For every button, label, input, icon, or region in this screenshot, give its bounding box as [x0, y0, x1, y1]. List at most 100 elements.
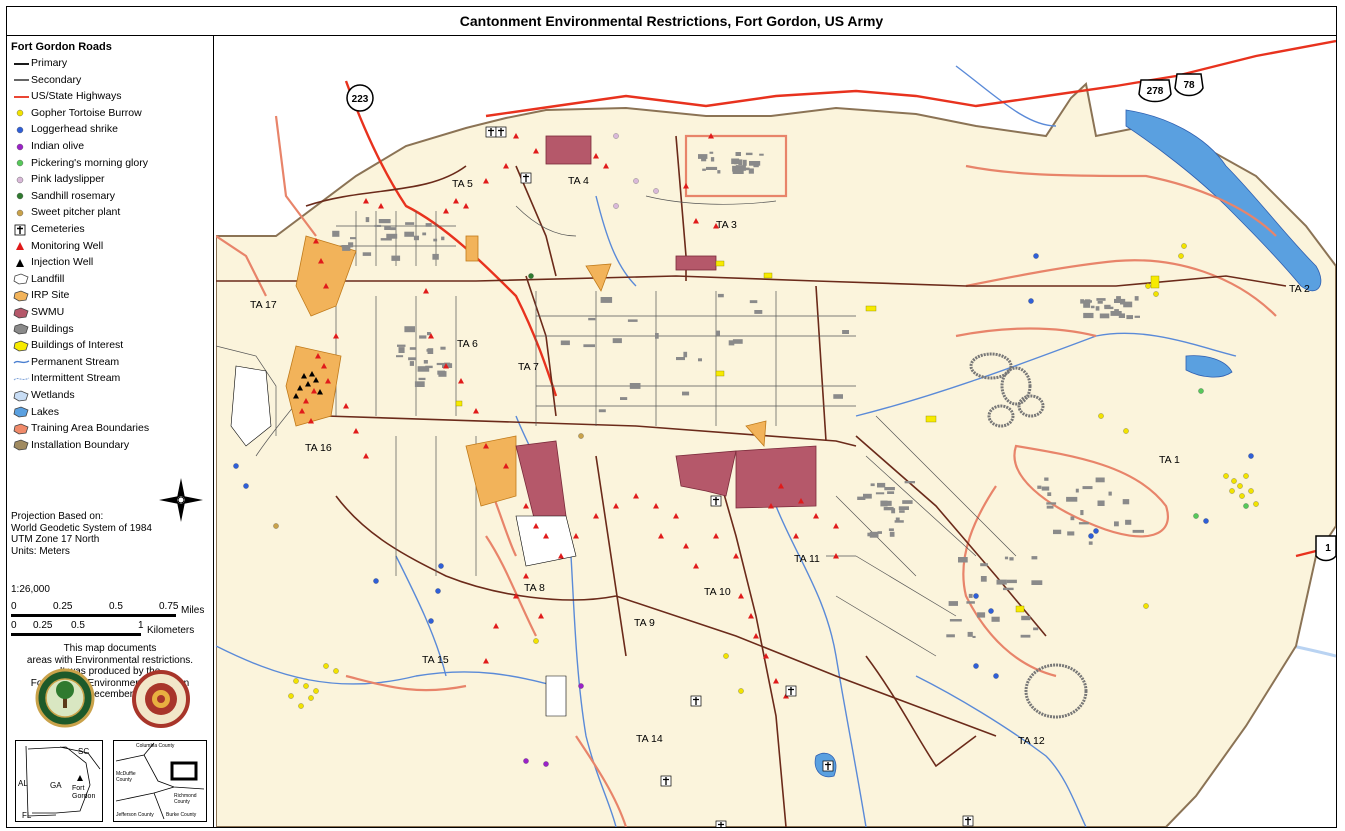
housing-loop	[969, 352, 1013, 380]
building	[698, 358, 702, 362]
inset-county-label: Jefferson County	[116, 812, 154, 818]
species-dot	[1231, 478, 1237, 484]
monitoring-well	[653, 503, 659, 509]
training-area-label: TA 11	[794, 553, 820, 565]
legend-item-label: Primary	[31, 57, 68, 69]
monitoring-well	[513, 133, 519, 139]
legend-item: Gopher Tortoise Burrow	[13, 106, 142, 121]
legend-item-label: Buildings	[31, 322, 74, 335]
building	[384, 226, 391, 230]
primary-roads	[216, 135, 1287, 827]
highway-shield-78: 78	[1174, 73, 1204, 97]
building	[427, 348, 434, 354]
scale-ratio: 1:26,000	[11, 584, 50, 595]
monitoring-well	[483, 658, 489, 664]
building	[732, 339, 743, 344]
building	[1099, 313, 1110, 319]
training-area-label: TA 16	[305, 442, 332, 454]
building	[857, 496, 866, 500]
building	[1041, 486, 1050, 491]
building	[404, 326, 415, 333]
legend-item-label: Permanent Stream	[31, 355, 120, 368]
building	[949, 619, 962, 622]
species-dot	[438, 563, 444, 569]
monitoring-well	[303, 398, 309, 404]
building	[1104, 304, 1111, 308]
building	[977, 612, 986, 618]
svg-text:223: 223	[352, 94, 369, 105]
building	[427, 332, 431, 336]
monitoring-well	[593, 513, 599, 519]
building	[1126, 315, 1133, 320]
monitoring-well	[748, 613, 754, 619]
dot-symbol-icon	[16, 126, 24, 134]
species-dot	[613, 133, 619, 139]
monitoring-well	[673, 513, 679, 519]
species-dot	[533, 638, 539, 644]
monitoring-well	[523, 503, 529, 509]
map-frame: Cantonment Environmental Restrictions, F…	[6, 6, 1337, 828]
monitoring-well	[493, 623, 499, 629]
building	[1009, 557, 1014, 561]
species-dot	[233, 463, 239, 469]
building	[715, 330, 720, 336]
cemetery-cross	[713, 497, 719, 505]
monitoring-well	[683, 543, 689, 549]
building	[1070, 516, 1075, 521]
monitoring-well	[658, 533, 664, 539]
monitoring-well	[713, 533, 719, 539]
legend-item-label: SWMU	[31, 306, 65, 318]
building	[869, 531, 879, 538]
building	[655, 333, 659, 339]
fort-gordon-seal-icon	[35, 668, 95, 728]
legend-item-label: Cemeteries	[31, 223, 85, 235]
legend-item-label: Buildings of Interest	[31, 339, 124, 352]
monitoring-well	[833, 553, 839, 559]
species-dot	[333, 668, 339, 674]
monitoring-well	[513, 593, 519, 599]
monitoring-well	[708, 133, 714, 139]
building	[1090, 305, 1095, 309]
species-dot	[1028, 298, 1034, 304]
stream-symbol-icon	[13, 360, 30, 364]
training-area-label: TA 10	[704, 586, 731, 598]
species-dot	[1153, 291, 1159, 297]
building	[560, 340, 570, 346]
monitoring-well	[483, 178, 489, 184]
building	[423, 360, 428, 364]
building	[1122, 499, 1130, 505]
legend-item-label: Gopher Tortoise Burrow	[31, 106, 142, 119]
building	[1097, 301, 1103, 304]
legend-item: Pickering's morning glory	[13, 156, 148, 171]
species-dot	[1248, 488, 1254, 494]
legend-item: Monitoring Well	[13, 239, 103, 254]
training-area-labels: TA 1TA 2TA 3TA 4TA 5TA 6TA 7TA 8TA 9TA 1…	[250, 175, 1310, 747]
building	[1114, 298, 1126, 303]
georgia-outline-icon	[25, 745, 101, 817]
monitoring-well	[633, 493, 639, 499]
building	[732, 165, 739, 172]
building	[612, 338, 622, 344]
monitoring-well	[343, 403, 349, 409]
inset-fort-label: Fort Gordon	[72, 785, 96, 800]
poly-symbol-icon	[13, 423, 29, 435]
building	[390, 227, 397, 231]
building	[894, 520, 904, 523]
projection-line: World Geodetic System of 1984	[11, 522, 152, 534]
species-dot	[288, 693, 294, 699]
species-dot	[1229, 488, 1235, 494]
species-dot	[723, 653, 729, 659]
building	[877, 531, 882, 534]
monitoring-well	[693, 563, 699, 569]
training-area-label: TA 17	[250, 299, 277, 311]
poly-symbol-icon	[13, 340, 29, 352]
monitoring-well	[378, 203, 384, 209]
training-area-label: TA 8	[524, 582, 545, 594]
monitoring-well	[321, 363, 327, 369]
building	[374, 224, 382, 227]
injection-well	[309, 371, 315, 377]
species-dot	[528, 273, 534, 279]
building	[676, 357, 685, 361]
building	[745, 152, 753, 156]
